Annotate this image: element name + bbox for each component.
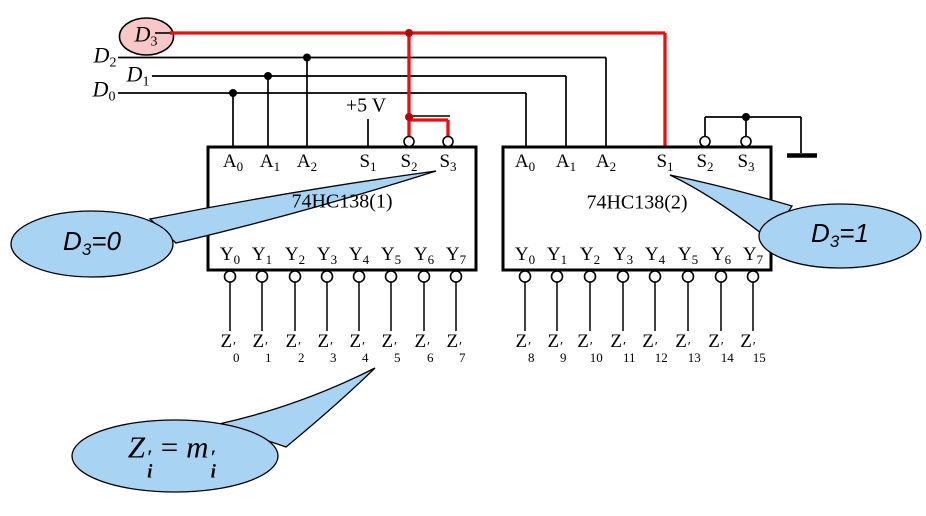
- red-d3-wire: [170, 31, 667, 146]
- callout-right-bubble: [669, 174, 922, 269]
- power-label: +5 V: [345, 94, 387, 117]
- d0-label: D0: [92, 76, 116, 105]
- ground-icon: [704, 116, 817, 158]
- d1-label: D1: [126, 61, 150, 90]
- junction-dots: [229, 29, 750, 121]
- callout-left-text: D3=0: [63, 226, 121, 259]
- d2-label: D2: [93, 42, 117, 71]
- d3-label: D3: [134, 21, 158, 50]
- chip1-name: 74HC138(1): [291, 190, 393, 213]
- callout-right-text: D3=1: [811, 218, 869, 251]
- chip2-name: 74HC138(2): [586, 191, 688, 214]
- active-low-pin-circles: [223, 135, 760, 283]
- callout-formula-bubble: [71, 367, 376, 493]
- d3-source-ellipse: [118, 17, 175, 56]
- callout-formula-text: Z′i=m′i: [127, 429, 217, 483]
- output-stems: [229, 282, 754, 331]
- callout-left-bubble: [10, 170, 437, 278]
- data-input-wires: [118, 56, 607, 146]
